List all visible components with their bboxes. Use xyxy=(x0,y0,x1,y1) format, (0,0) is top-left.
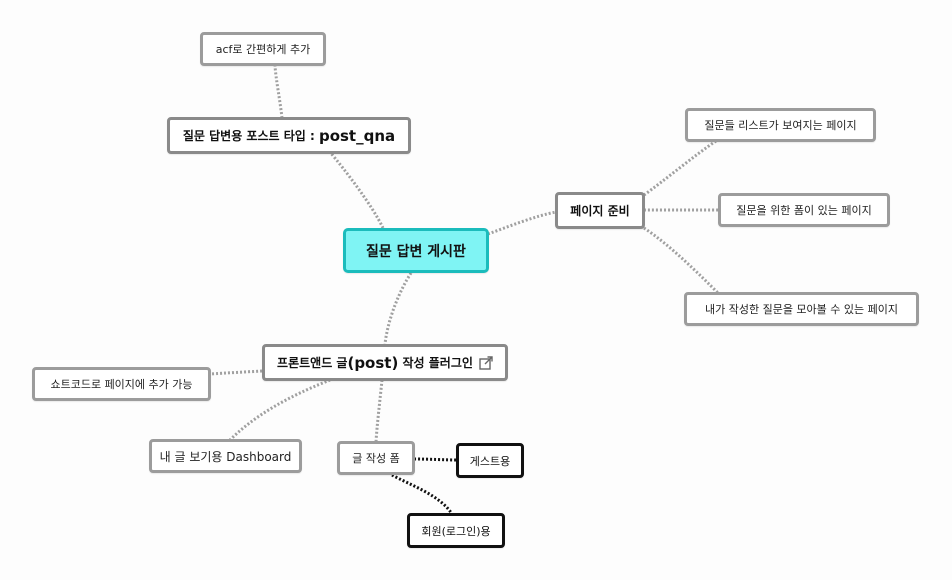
link-root-pages xyxy=(487,210,557,236)
link-root-post-type xyxy=(328,151,385,229)
link-form-guest xyxy=(413,457,458,462)
node-post-type-prefix: 질문 답변용 포스트 타입 : xyxy=(182,129,319,143)
node-frontend-prefix: 프론트앤드 글 xyxy=(277,356,348,370)
link-root-frontend xyxy=(383,272,413,345)
node-acf[interactable]: acf로 간편하게 추가 xyxy=(200,32,326,66)
node-post-type-code: post_qna xyxy=(318,126,396,145)
node-pages-mine[interactable]: 내가 작성한 질문을 모아볼 수 있는 페이지 xyxy=(684,292,919,326)
node-form[interactable]: 글 작성 폼 xyxy=(337,441,415,475)
node-pages[interactable]: 페이지 준비 xyxy=(555,192,645,229)
node-dashboard[interactable]: 내 글 보기용 Dashboard xyxy=(149,439,302,473)
link-pages-list xyxy=(643,139,717,197)
node-root-label: 질문 답변 게시판 xyxy=(366,243,466,260)
link-post-type-acf xyxy=(273,65,284,119)
node-pages-list-label: 질문들 리스트가 보여지는 페이지 xyxy=(704,119,857,132)
node-pages-mine-label: 내가 작성한 질문을 모아볼 수 있는 페이지 xyxy=(704,303,899,316)
node-root[interactable]: 질문 답변 게시판 xyxy=(343,228,489,273)
node-pages-form-label: 질문을 위한 폼이 있는 페이지 xyxy=(736,204,872,217)
node-member-label: 회원(로그인)용 xyxy=(421,524,491,538)
link-form-member xyxy=(391,473,454,515)
node-guest[interactable]: 게스트용 xyxy=(456,443,524,478)
node-shortcode-label: 쇼트코드로 페이지에 추가 가능 xyxy=(50,378,193,391)
link-frontend-form xyxy=(374,379,384,443)
node-shortcode[interactable]: 쇼트코드로 페이지에 추가 가능 xyxy=(32,367,211,401)
link-frontend-dashboard xyxy=(228,378,331,442)
node-form-label: 글 작성 폼 xyxy=(352,452,400,465)
node-frontend-suffix: 작성 플러그인 xyxy=(398,356,473,370)
node-member[interactable]: 회원(로그인)용 xyxy=(407,513,505,548)
node-guest-label: 게스트용 xyxy=(469,454,511,468)
node-acf-label: acf로 간편하게 추가 xyxy=(215,43,311,56)
link-frontend-shortcode xyxy=(209,369,263,376)
node-pages-list[interactable]: 질문들 리스트가 보여지는 페이지 xyxy=(685,108,876,142)
node-frontend[interactable]: 프론트앤드 글 (post) 작성 플러그인 xyxy=(262,344,508,381)
node-dashboard-label: 내 글 보기용 Dashboard xyxy=(159,449,292,464)
link-pages-mine xyxy=(643,226,720,295)
node-frontend-code: (post) xyxy=(347,353,399,372)
node-post-type[interactable]: 질문 답변용 포스트 타입 : post_qna xyxy=(167,117,411,154)
node-pages-form[interactable]: 질문을 위한 폼이 있는 페이지 xyxy=(718,193,890,227)
node-pages-label: 페이지 준비 xyxy=(570,204,630,218)
external-link-icon[interactable] xyxy=(479,355,493,370)
